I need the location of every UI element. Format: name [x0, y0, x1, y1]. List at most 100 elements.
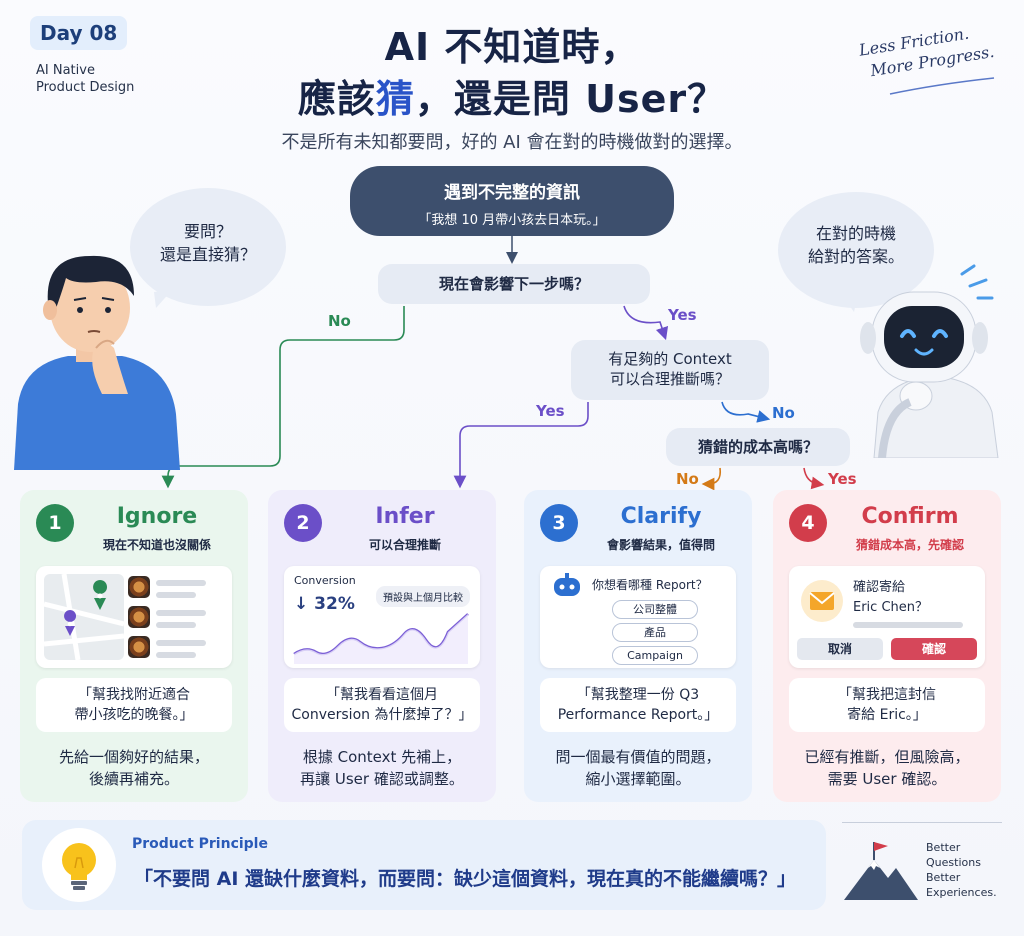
conversion-chart-panel: Conversion ↓ 32% 預設與上個月比較 — [284, 566, 480, 668]
arrow-q2-yes — [453, 402, 589, 489]
footer-line-3: Better — [926, 871, 961, 884]
map-pin-icon — [64, 610, 77, 636]
card-description: 問一個最有價值的問題， 縮小選擇範圍。 — [532, 746, 744, 790]
arrow-q3-yes — [803, 467, 825, 490]
bubble-left-tail — [154, 290, 172, 308]
speech-bubble-person: 要問？ 還是直接猜？ — [130, 188, 286, 306]
footer-slogan: Better Questions Better Experiences. — [926, 840, 997, 900]
bubble-right-tail — [840, 292, 858, 312]
placeholder-line — [156, 592, 196, 598]
card-description: 已經有推斷，但風險高， 需要 User 確認。 — [781, 746, 993, 790]
confirm-button[interactable]: 確認 — [891, 638, 977, 660]
arrow-q2-no — [721, 401, 771, 423]
desc-line-1: 已經有推斷，但風險高， — [804, 748, 970, 766]
example-prompt: 「幫我整理一份 Q3 Performance Report。」 — [540, 678, 736, 732]
placeholder-line — [156, 622, 196, 628]
chart-value: ↓ 32% — [294, 594, 355, 614]
tagline-underline — [889, 77, 995, 95]
food-thumbnail-icon — [128, 636, 150, 658]
label-q2-yes: Yes — [536, 402, 565, 420]
question-cost-of-wrong-guess: 猜錯的成本高嗎？ — [666, 428, 850, 466]
bubble-right-line-1: 在對的時機 — [815, 224, 896, 243]
quote-line-2: 寄給 Eric。」 — [847, 707, 927, 723]
arrow-q1-no — [161, 306, 405, 489]
envelope-icon — [801, 580, 843, 622]
chatbot-icon — [554, 573, 580, 596]
page-title-line-1: AI 不知道時， — [384, 25, 640, 69]
option-company[interactable]: 公司整體 — [612, 600, 698, 619]
speech-bubble-robot: 在對的時機 給對的答案。 — [778, 192, 934, 308]
series-line-1: AI Native — [36, 63, 95, 78]
quote-line-2: Conversion 為什麼掉了？」 — [291, 707, 473, 723]
placeholder-line — [156, 640, 206, 646]
option-product[interactable]: 產品 — [612, 623, 698, 642]
step-number-2: 2 — [284, 504, 322, 542]
food-thumbnail-icon — [128, 606, 150, 628]
label-q3-yes: Yes — [828, 470, 857, 488]
desc-line-1: 根據 Context 先補上， — [302, 748, 462, 766]
label-q1-no: No — [328, 312, 351, 330]
footer-line-4: Experiences. — [926, 886, 997, 899]
confirm-message: 確認寄給 Eric Chen？ — [853, 578, 928, 618]
card-title-ignore: Ignore — [116, 504, 198, 529]
placeholder-line — [156, 580, 206, 586]
arrow-q3-no — [701, 467, 722, 491]
start-example: 「我想 10 月帶小孩去日本玩。」 — [418, 213, 606, 228]
title-part-1: 應該 — [297, 77, 376, 121]
footer-divider — [842, 822, 1002, 823]
placeholder-line — [156, 652, 196, 658]
food-thumbnail-icon — [128, 576, 150, 598]
placeholder-line — [853, 622, 963, 628]
desc-line-1: 先給一個夠好的結果， — [58, 748, 209, 766]
series-line-2: Product Design — [36, 80, 135, 95]
q2-line-1: 有足夠的 Context — [608, 350, 732, 368]
principle-quote: 「不要問 AI 還缺什麼資料，而要問：缺少這個資料，現在真的不能繼續嗎？」 — [134, 868, 797, 890]
bubble-left-line-2: 還是直接猜？ — [159, 245, 256, 264]
trend-line — [293, 613, 469, 664]
restaurant-results-panel — [36, 566, 232, 668]
quote-line-1: 「幫我把這封信 — [838, 687, 936, 703]
card-description: 根據 Context 先補上， 再讓 User 確認或調整。 — [276, 746, 488, 790]
card-subtitle-infer: 可以合理推斷 — [368, 538, 441, 552]
title-part-2: ，還是問 User？ — [414, 77, 727, 121]
card-title-confirm: Confirm — [861, 504, 959, 529]
card-title-infer: Infer — [375, 504, 435, 529]
quote-line-1: 「幫我整理一份 Q3 — [576, 687, 700, 703]
footer-line-1: Better — [926, 841, 961, 854]
thinking-person-illustration — [14, 255, 180, 470]
example-prompt: 「幫我找附近適合 帶小孩吃的晚餐。」 — [36, 678, 232, 732]
lightbulb-icon — [42, 828, 116, 902]
desc-line-2: 再讓 User 確認或調整。 — [300, 770, 464, 788]
label-q2-no: No — [772, 404, 795, 422]
card-title-clarify: Clarify — [620, 504, 702, 529]
desc-line-2: 縮小選擇範圍。 — [585, 770, 691, 788]
title-highlight: 猜 — [375, 77, 415, 121]
clarify-question: 你想看哪種 Report？ — [592, 578, 708, 592]
desc-line-1: 問一個最有價值的問題， — [555, 748, 721, 766]
card-subtitle-confirm: 猜錯成本高，先確認 — [855, 538, 964, 552]
principle-label: Product Principle — [132, 836, 268, 852]
confirm-dialog-panel: 確認寄給 Eric Chen？ 取消 確認 — [789, 566, 985, 668]
bubble-left-line-1: 要問？ — [183, 222, 232, 241]
confirm-line-2: Eric Chen？ — [853, 600, 929, 615]
step-number-1: 1 — [36, 504, 74, 542]
product-principle-banner: Product Principle 「不要問 AI 還缺什麼資料，而要問：缺少這… — [22, 820, 826, 910]
map-thumbnail — [44, 574, 124, 660]
option-campaign[interactable]: Campaign — [612, 646, 698, 665]
quote-line-1: 「幫我看看這個月 — [326, 687, 438, 703]
page-title-line-2: 應該猜，還是問 User？ — [0, 68, 1024, 123]
label-q1-yes: Yes — [668, 306, 697, 324]
footer-line-2: Questions — [926, 856, 981, 869]
quote-line-2: Performance Report。」 — [557, 707, 719, 723]
clarify-question-panel: 你想看哪種 Report？ 公司整體 產品 Campaign — [540, 566, 736, 668]
step-number-3: 3 — [540, 504, 578, 542]
cancel-button[interactable]: 取消 — [797, 638, 883, 660]
card-subtitle-clarify: 會影響結果，值得問 — [606, 538, 715, 552]
card-confirm: 4 Confirm 猜錯成本高，先確認 確認寄給 Eric Chen？ 取消 確… — [773, 490, 1001, 802]
arrow-q1-yes — [623, 305, 669, 341]
chart-label: Conversion — [294, 574, 356, 587]
robot-illustration — [860, 264, 999, 458]
map-pin-icon — [93, 580, 108, 610]
comparison-chip: 預設與上個月比較 — [376, 586, 470, 607]
